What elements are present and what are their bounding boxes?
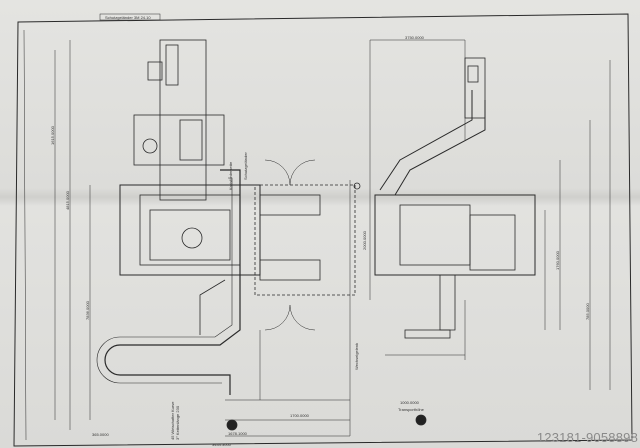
dimension-right-1: 1760.0000 bbox=[555, 251, 560, 270]
dimension-right-2: 785.0000 bbox=[585, 303, 590, 320]
side-label-2: Schutzgeländer bbox=[243, 152, 248, 180]
dimension-bottom-total: 3444.3000 bbox=[212, 442, 231, 447]
dimension-left-2: 4815.0000 bbox=[65, 191, 70, 210]
conveyor-note: 45 Wirtschafter Kurve 3° Kettenlänge 230 bbox=[170, 401, 180, 440]
side-label-3: Wechselgelenk bbox=[354, 342, 359, 370]
dimension-left-1: 1615.0000 bbox=[50, 126, 55, 145]
transport-height-label: Transporthöhe bbox=[398, 407, 424, 412]
dimension-top-right: 3750.0000 bbox=[405, 35, 424, 40]
dimension-bottom-left: 365.0000 bbox=[92, 432, 109, 437]
side-label-1: Kreisförderkette bbox=[228, 161, 233, 190]
dimension-left-3: 7836.0000 bbox=[85, 301, 90, 320]
dimension-right-transport: 1000.0000 bbox=[400, 400, 419, 405]
header-text: Schutzgeländer 3M 24.10 bbox=[105, 15, 151, 20]
dimension-right-3: 2000.0000 bbox=[362, 231, 367, 250]
dimension-bottom-mid: 1678.1000 bbox=[228, 431, 247, 436]
watermark-id: 123181-9058898 bbox=[536, 430, 638, 445]
dimension-bottom-inner: 1700.0000 bbox=[290, 413, 309, 418]
